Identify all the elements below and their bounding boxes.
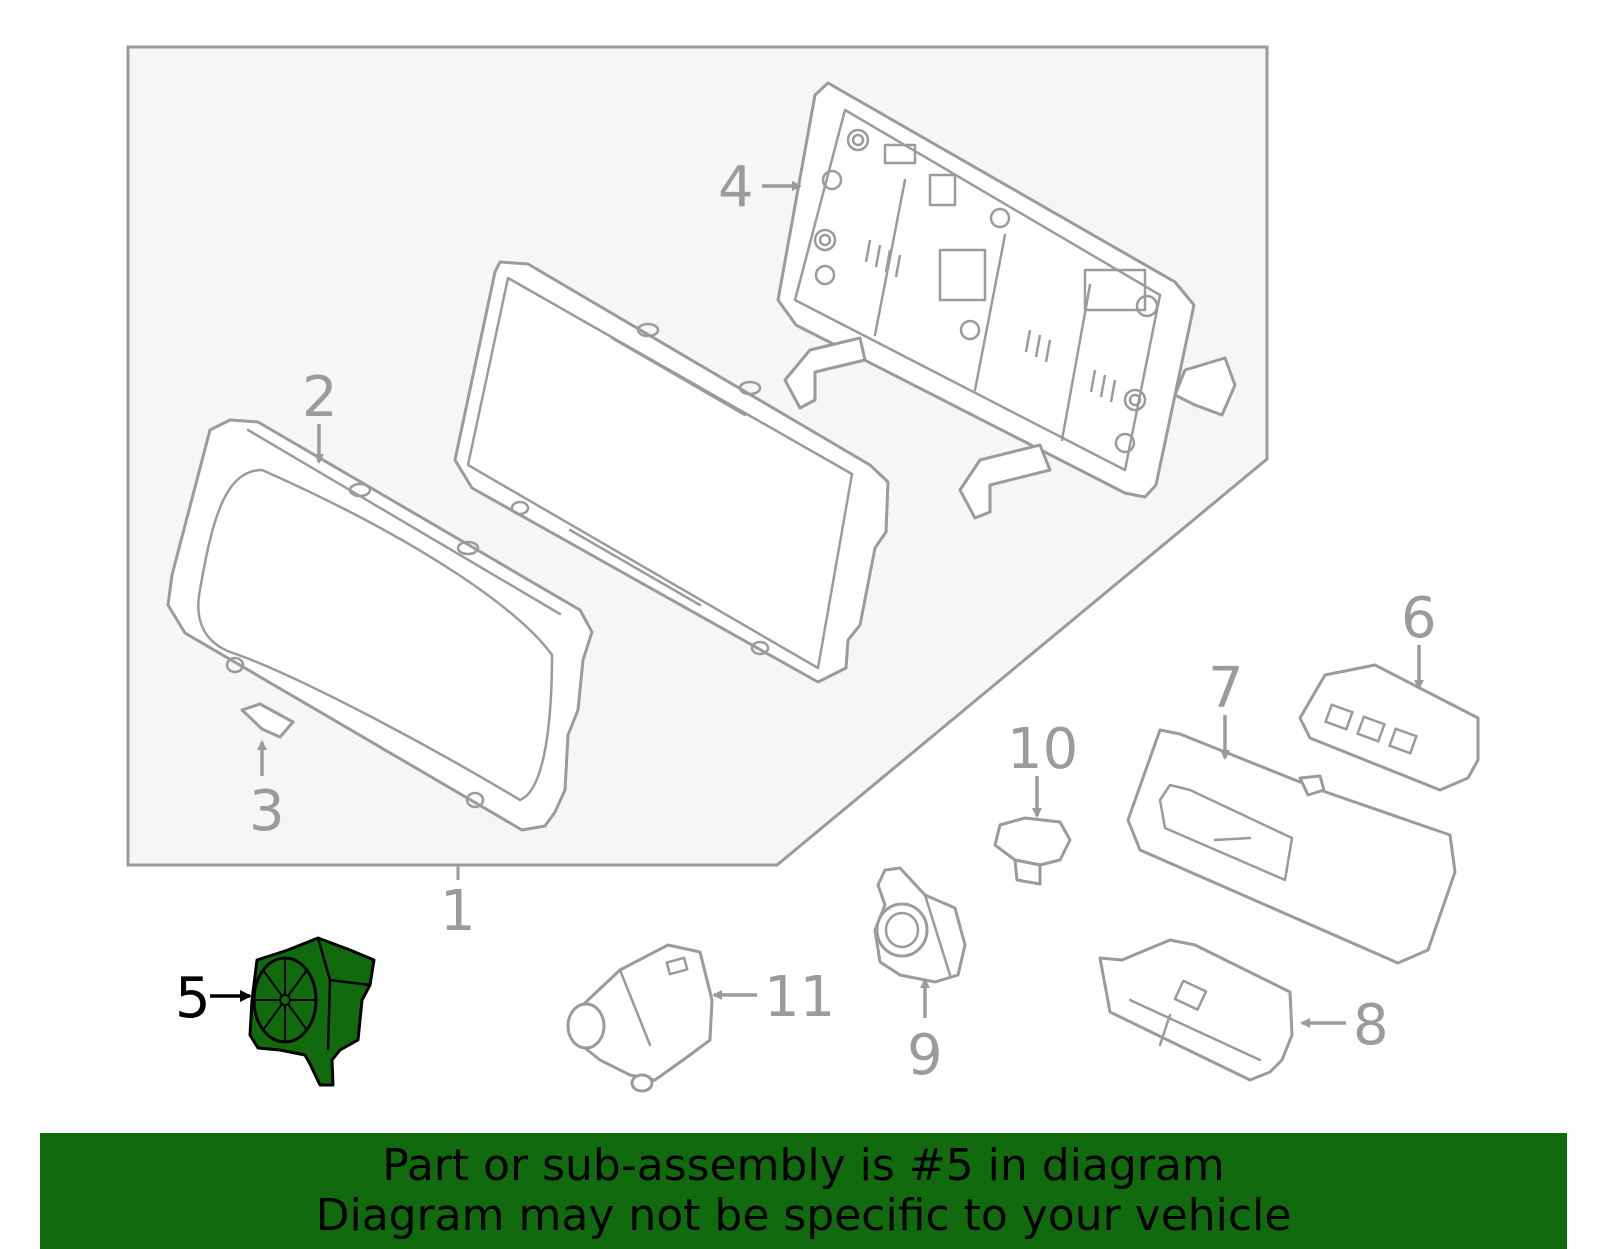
part-5-highlighted-module[interactable] [248,936,376,1087]
part-9-knob[interactable] [873,866,967,984]
callout-10[interactable]: 10 [1007,717,1078,782]
part-7-trim-panel[interactable] [1126,728,1457,965]
callout-3[interactable]: 3 [249,779,285,844]
callout-8[interactable]: 8 [1353,993,1389,1058]
part-6-switch[interactable] [1298,663,1480,792]
part-10-cap[interactable] [993,816,1072,886]
part-4-rear-housing[interactable] [776,81,1237,520]
display-unit [453,260,890,684]
banner-line-1: Part or sub-assembly is #5 in diagram [382,1140,1225,1191]
part-2-bezel[interactable] [166,418,594,832]
banner-line-2: Diagram may not be specific to your vehi… [315,1190,1292,1241]
part-3-clip[interactable] [240,702,295,739]
callout-2[interactable]: 2 [302,365,338,430]
part-11-actuator[interactable] [566,943,714,1093]
callout-1[interactable]: 1 [440,879,476,944]
callout-6[interactable]: 6 [1401,586,1437,651]
part-8-bracket[interactable] [1098,938,1294,1082]
callout-7[interactable]: 7 [1208,656,1244,721]
callout-9[interactable]: 9 [907,1023,943,1088]
info-banner: Part or sub-assembly is #5 in diagram Di… [40,1133,1567,1249]
callout-11[interactable]: 11 [764,965,835,1030]
callout-4[interactable]: 4 [718,155,754,220]
callout-5[interactable]: 5 [175,966,211,1031]
